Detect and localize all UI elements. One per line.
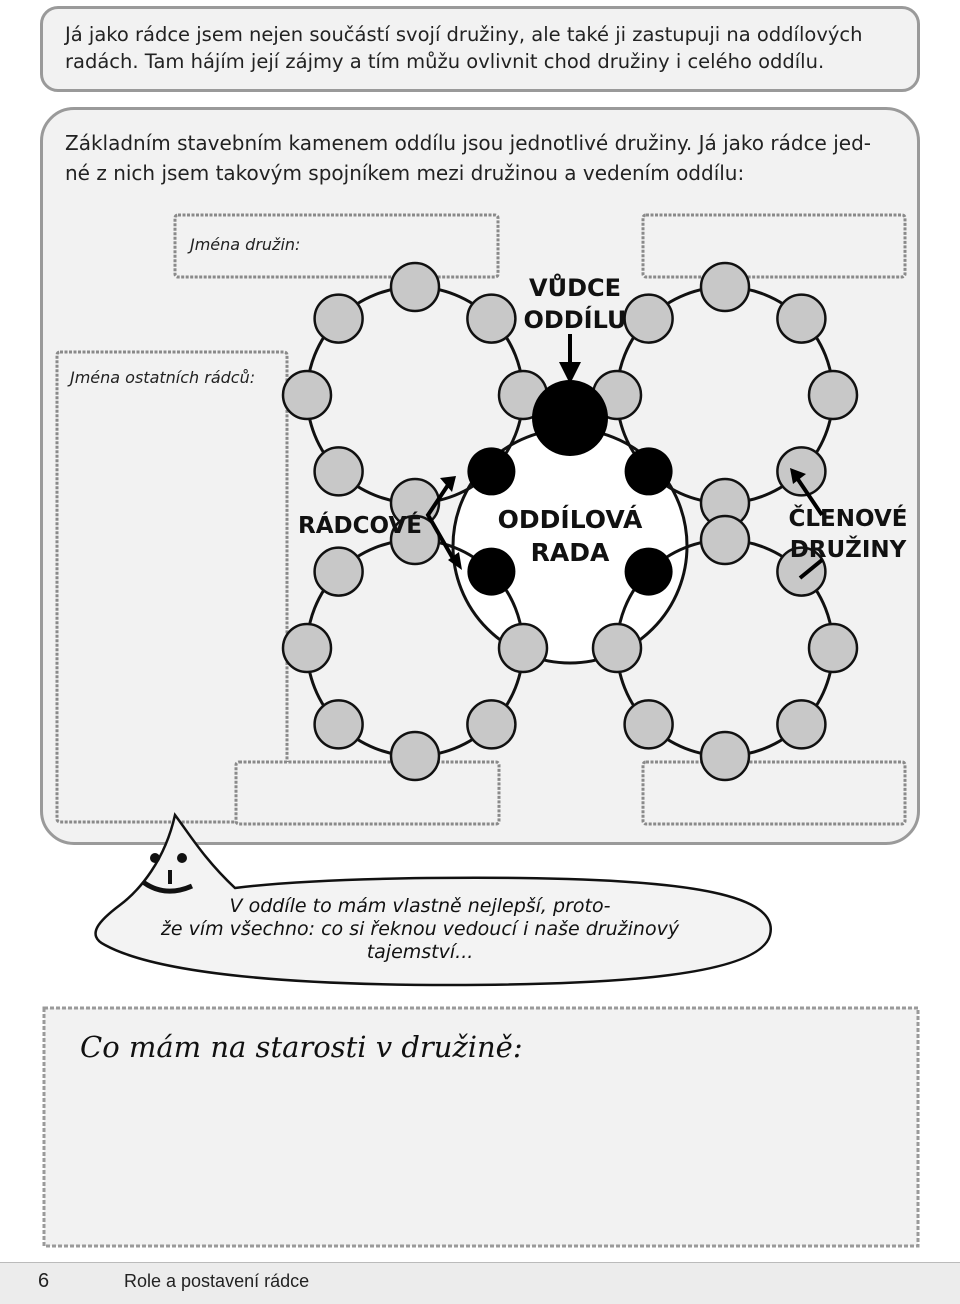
face-mouth xyxy=(141,879,194,894)
patrol-leader-node-bottom-right xyxy=(624,547,673,596)
patrol-member-node-bottom-left xyxy=(313,699,364,750)
patrol-leader-node-top-right xyxy=(624,447,673,496)
speech-line-2: že vím všechno: co si řeknou vedoucí i n… xyxy=(160,918,680,940)
page-number: 6 xyxy=(38,1270,50,1292)
members-arrow xyxy=(790,468,824,580)
patrol-names-box-right[interactable] xyxy=(641,213,907,279)
leaders-double-arrow xyxy=(425,476,462,570)
patrol-member-node-bottom-left xyxy=(389,730,441,782)
patrol-names-box-left[interactable]: Jména družin: xyxy=(173,213,500,279)
speech-line-3: tajemství... xyxy=(367,941,474,963)
other-leaders-box[interactable]: Jména ostatních rádců: xyxy=(55,350,289,824)
patrol-names-label: Jména družin: xyxy=(187,235,300,254)
leader-arrow xyxy=(559,334,581,384)
patrol-member-node-bottom-right xyxy=(776,546,827,597)
patrol-member-node-bottom-left xyxy=(281,622,333,674)
patrol-member-node-top-right xyxy=(623,293,674,344)
patrol-member-node-bottom-right xyxy=(623,699,674,750)
patrol-member-node-bottom-right xyxy=(807,622,859,674)
patrol-names-box-bottom-right[interactable] xyxy=(641,760,907,826)
patrol-leader-node-top-left xyxy=(467,447,516,496)
patrol-member-node-bottom-left xyxy=(313,546,364,597)
council-label-line-2: RADA xyxy=(531,538,610,567)
patrol-member-node-top-left xyxy=(389,261,441,313)
intro-text: Já jako rádce jsem nejen součástí svojí … xyxy=(65,23,863,73)
main-text-line-2: né z nich jsem takovým spojníkem mezi dr… xyxy=(65,161,745,185)
patrol-member-node-top-left xyxy=(313,446,364,497)
patrol-member-node-top-left xyxy=(281,369,333,421)
footer-rule xyxy=(0,1262,960,1263)
patrol-member-node-bottom-left xyxy=(389,514,441,566)
main-text: Základním stavebním kamenem oddílu jsou … xyxy=(65,128,885,188)
intro-box: Já jako rádce jsem nejen součástí svojí … xyxy=(40,6,920,92)
members-label-line-2: DRUŽINY xyxy=(790,535,907,563)
patrol-member-node-bottom-left xyxy=(466,699,517,750)
patrol-member-node-bottom-right xyxy=(591,622,643,674)
troop-leader-circle xyxy=(532,380,608,456)
footer-section-title: Role a postavení rádce xyxy=(124,1271,310,1291)
patrol-member-node-top-right xyxy=(776,446,827,497)
page-footer xyxy=(0,1262,960,1304)
leader-label-line-2: ODDÍLU xyxy=(523,305,626,334)
face-eye-left xyxy=(150,853,160,863)
face-eye-right xyxy=(177,853,187,863)
patrol-member-node-bottom-right xyxy=(699,730,751,782)
patrol-member-node-bottom-right xyxy=(776,699,827,750)
council-label-line-1: ODDÍLOVÁ xyxy=(498,505,643,534)
patrol-leader-node-bottom-left xyxy=(467,547,516,596)
patrol-member-node-top-right xyxy=(699,261,751,313)
members-label-line-1: ČLENOVÉ xyxy=(789,504,908,532)
patrol-member-node-top-right xyxy=(807,369,859,421)
patrol-member-node-bottom-right xyxy=(699,514,751,566)
bottom-title[interactable]: Co mám na starosti v družině: xyxy=(80,1030,523,1064)
patrol-member-node-top-right xyxy=(776,293,827,344)
patrol-member-node-top-left xyxy=(313,293,364,344)
leaders-label: RÁDCOVÉ xyxy=(298,511,422,539)
speech-bubble: V oddíle to mám vlastně nejlepší, proto-… xyxy=(94,812,772,987)
patrol-names-box-bottom-left[interactable] xyxy=(234,760,501,826)
patrol-member-node-top-left xyxy=(466,293,517,344)
other-leaders-label: Jména ostatních rádců: xyxy=(67,368,255,387)
speech-line-1: V oddíle to mám vlastně nejlepší, proto- xyxy=(230,895,611,917)
main-text-line-1: Základním stavebním kamenem oddílu jsou … xyxy=(65,131,871,155)
leader-label-line-1: VŮDCE xyxy=(529,272,621,302)
patrol-member-node-bottom-left xyxy=(497,622,549,674)
